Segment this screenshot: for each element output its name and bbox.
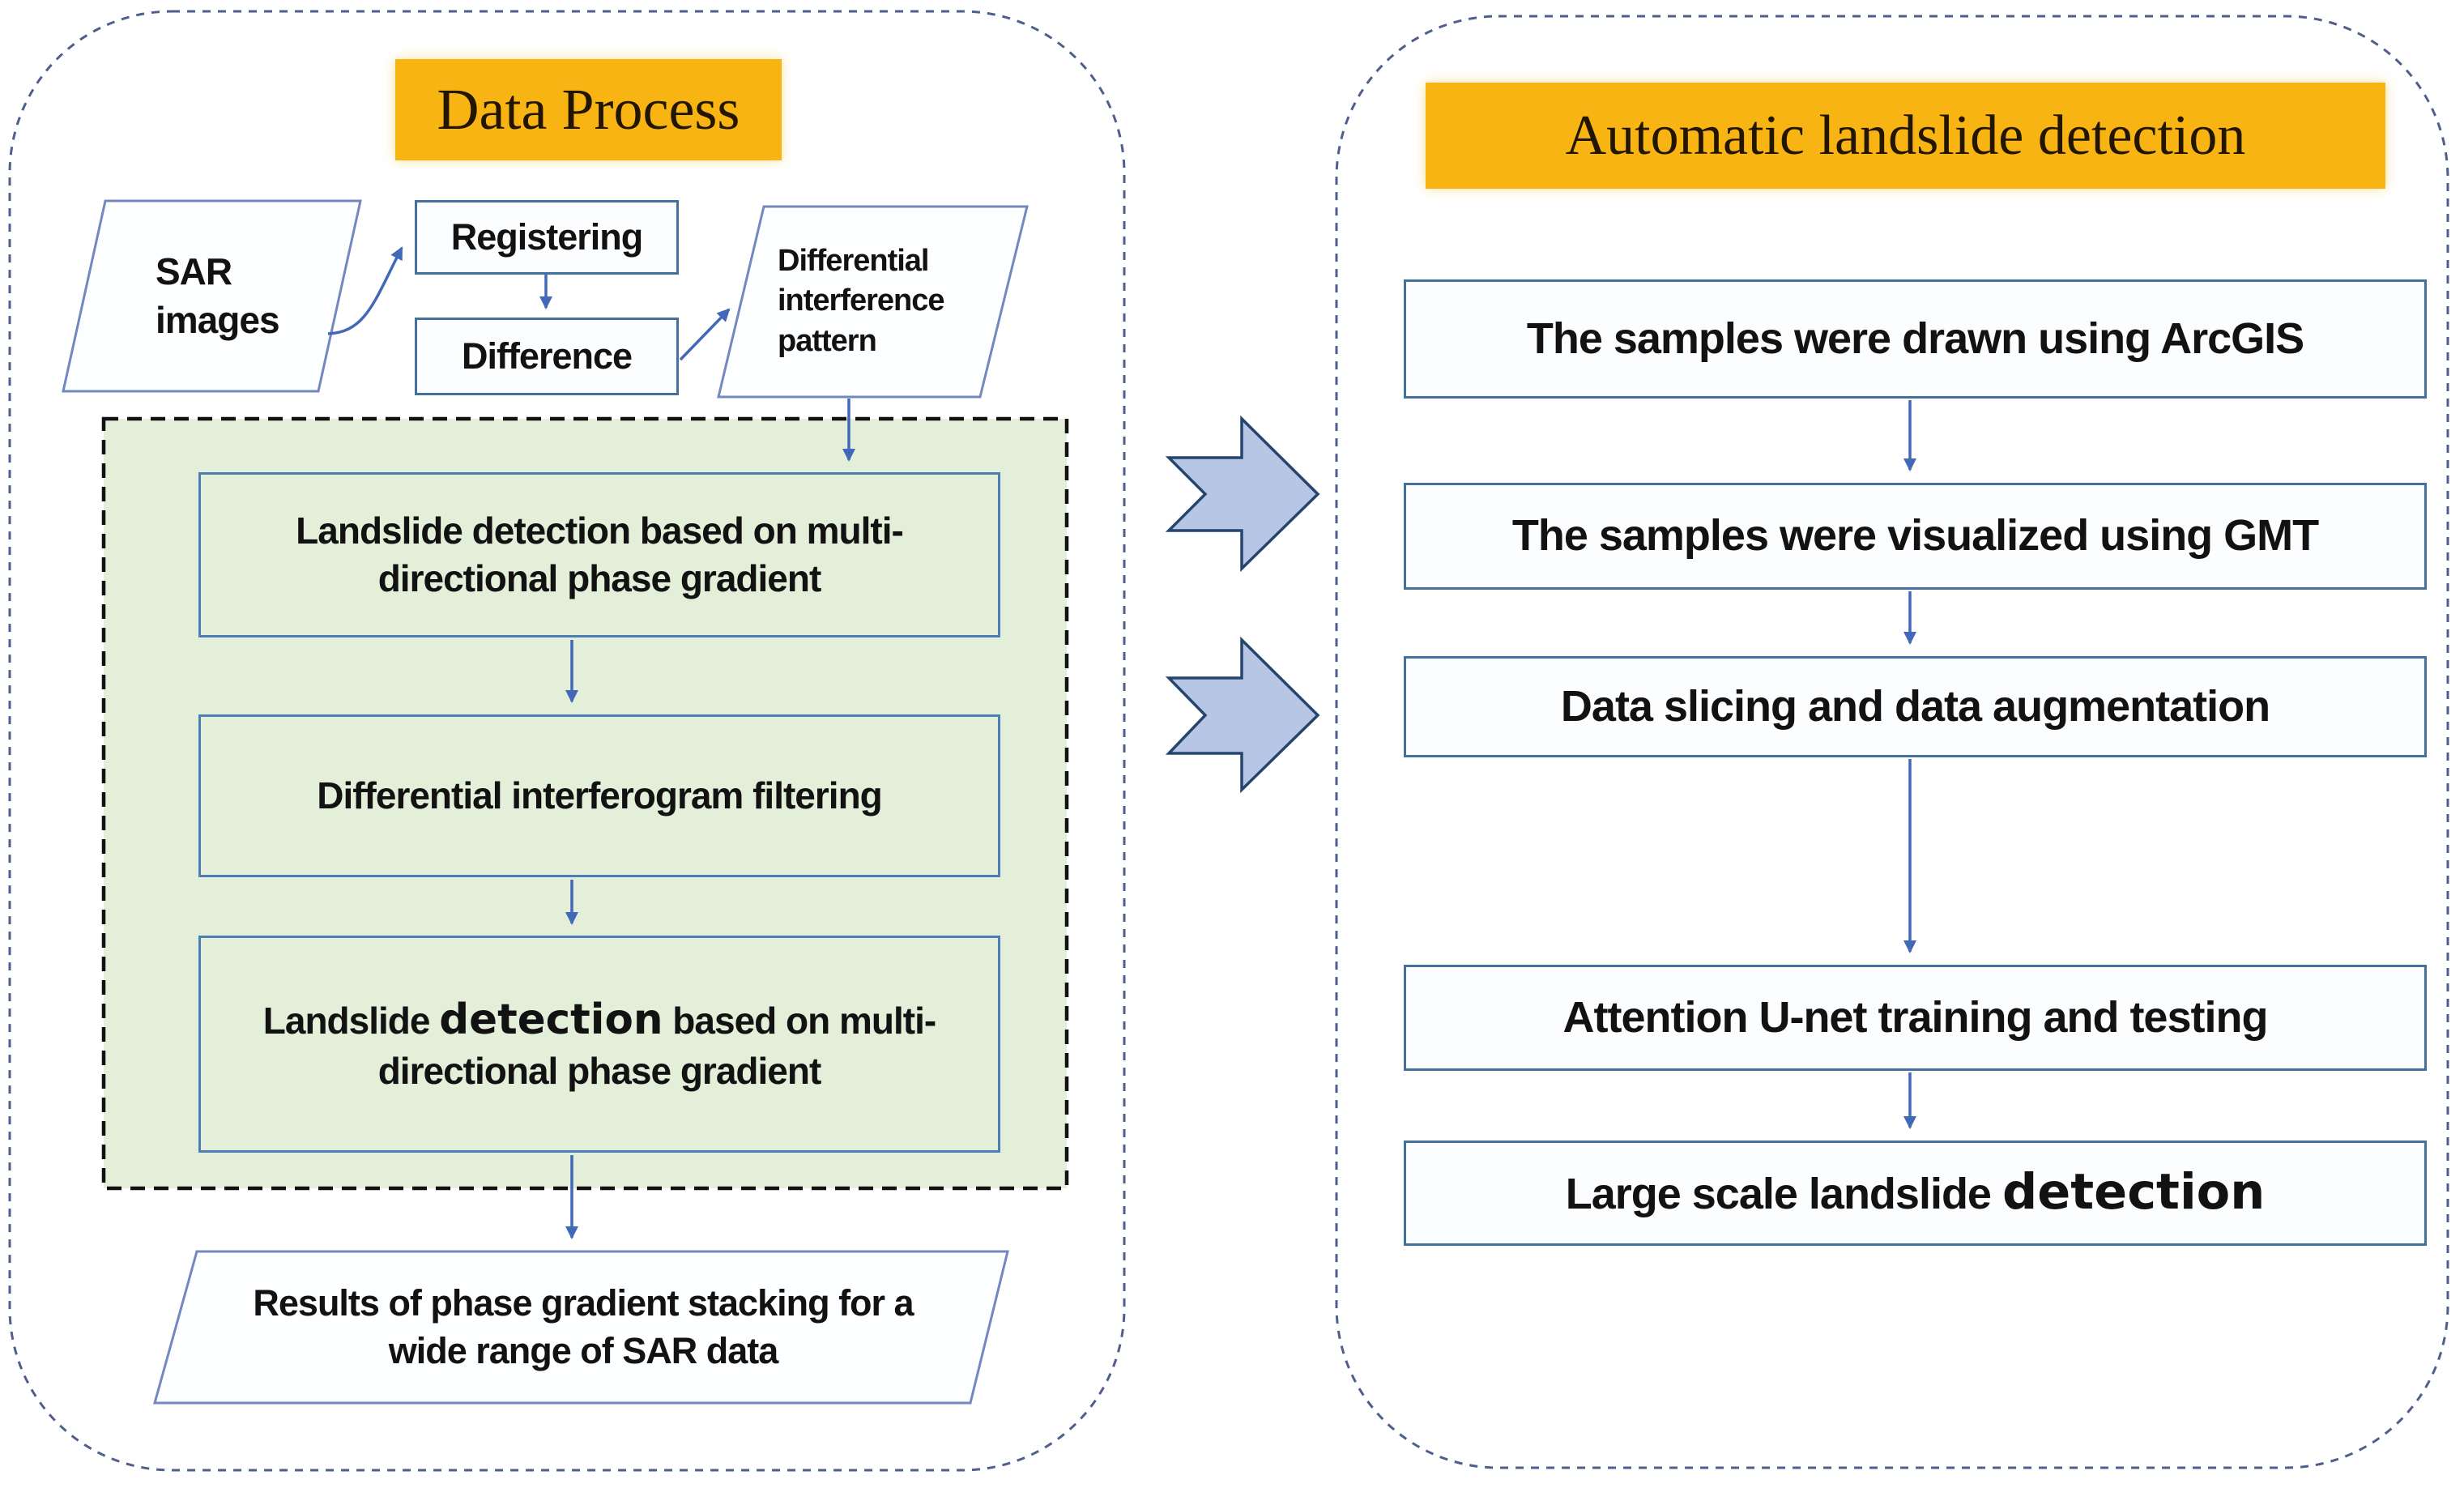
- interference-pattern-label: Differential interference pattern: [778, 243, 945, 358]
- sar-images-label: SAR images: [156, 249, 280, 341]
- step-gmt-node: The samples were visualized using GMT: [1404, 483, 2427, 590]
- phase-gradient-detection-node-2: Landslide detection based on multi-direc…: [198, 936, 1000, 1153]
- sar-images-parallelogram: [62, 199, 362, 393]
- interferogram-filtering-node: Differential interferogram filtering: [198, 714, 1000, 877]
- step-large-scale-emph: detection: [2001, 1164, 2266, 1222]
- step-large-scale-label: Large scale landslide detection: [1566, 1162, 2266, 1224]
- chevron-arrow-top: [1165, 415, 1320, 573]
- results-label: Results of phase gradient stacking for a…: [253, 1282, 914, 1371]
- interference-pattern-parallelogram: [717, 205, 1029, 399]
- step-large-scale-node: Large scale landslide detection: [1404, 1141, 2427, 1246]
- step-arcgis-label: The samples were drawn using ArcGIS: [1526, 313, 2304, 363]
- auto-detection-header-label: Automatic landslide detection: [1565, 104, 2246, 167]
- step-data-slicing-label: Data slicing and data augmentation: [1560, 681, 2270, 731]
- phase-gradient-detection-2-pre: Landslide: [262, 999, 440, 1042]
- registering-node: Registering: [415, 200, 679, 275]
- phase-gradient-detection-node-1: Landslide detection based on multi-direc…: [198, 472, 1000, 637]
- arrow-difference-to-pattern: [679, 308, 731, 361]
- right-panel-dashed-border: [1335, 15, 2449, 1469]
- results-parallelogram: [153, 1250, 1009, 1405]
- step-large-scale-pre: Large scale landslide: [1565, 1170, 2002, 1219]
- registering-label: Registering: [450, 216, 644, 258]
- step-gmt-label: The samples were visualized using GMT: [1511, 511, 2319, 561]
- interferogram-filtering-label: Differential interferogram filtering: [317, 774, 883, 817]
- data-process-header-label: Data Process: [437, 77, 740, 143]
- difference-node: Difference: [415, 318, 679, 395]
- difference-label: Difference: [461, 335, 633, 377]
- auto-detection-header: Automatic landslide detection: [1426, 83, 2385, 189]
- step-unet-node: Attention U-net training and testing: [1404, 965, 2427, 1071]
- step-data-slicing-node: Data slicing and data augmentation: [1404, 656, 2427, 757]
- interference-pattern-node: Differential interference pattern: [752, 209, 995, 394]
- step-unet-label: Attention U-net training and testing: [1562, 992, 2269, 1042]
- sar-images-node: SAR images: [113, 201, 348, 391]
- phase-gradient-detection-2-emph: detection: [439, 995, 663, 1044]
- results-node: Results of phase gradient stacking for a…: [178, 1251, 988, 1403]
- arrow-sar-to-registering: [327, 246, 403, 335]
- phase-gradient-detection-2-post: based on multi-directional phase gradien…: [377, 999, 937, 1092]
- phase-gradient-detection-2-label: Landslide detection based on multi-direc…: [211, 994, 988, 1095]
- chevron-arrow-bottom: [1165, 636, 1320, 794]
- phase-gradient-detection-1-label: Landslide detection based on multi-direc…: [296, 510, 904, 599]
- step-arcgis-node: The samples were drawn using ArcGIS: [1404, 279, 2427, 399]
- data-process-header: Data Process: [395, 59, 782, 160]
